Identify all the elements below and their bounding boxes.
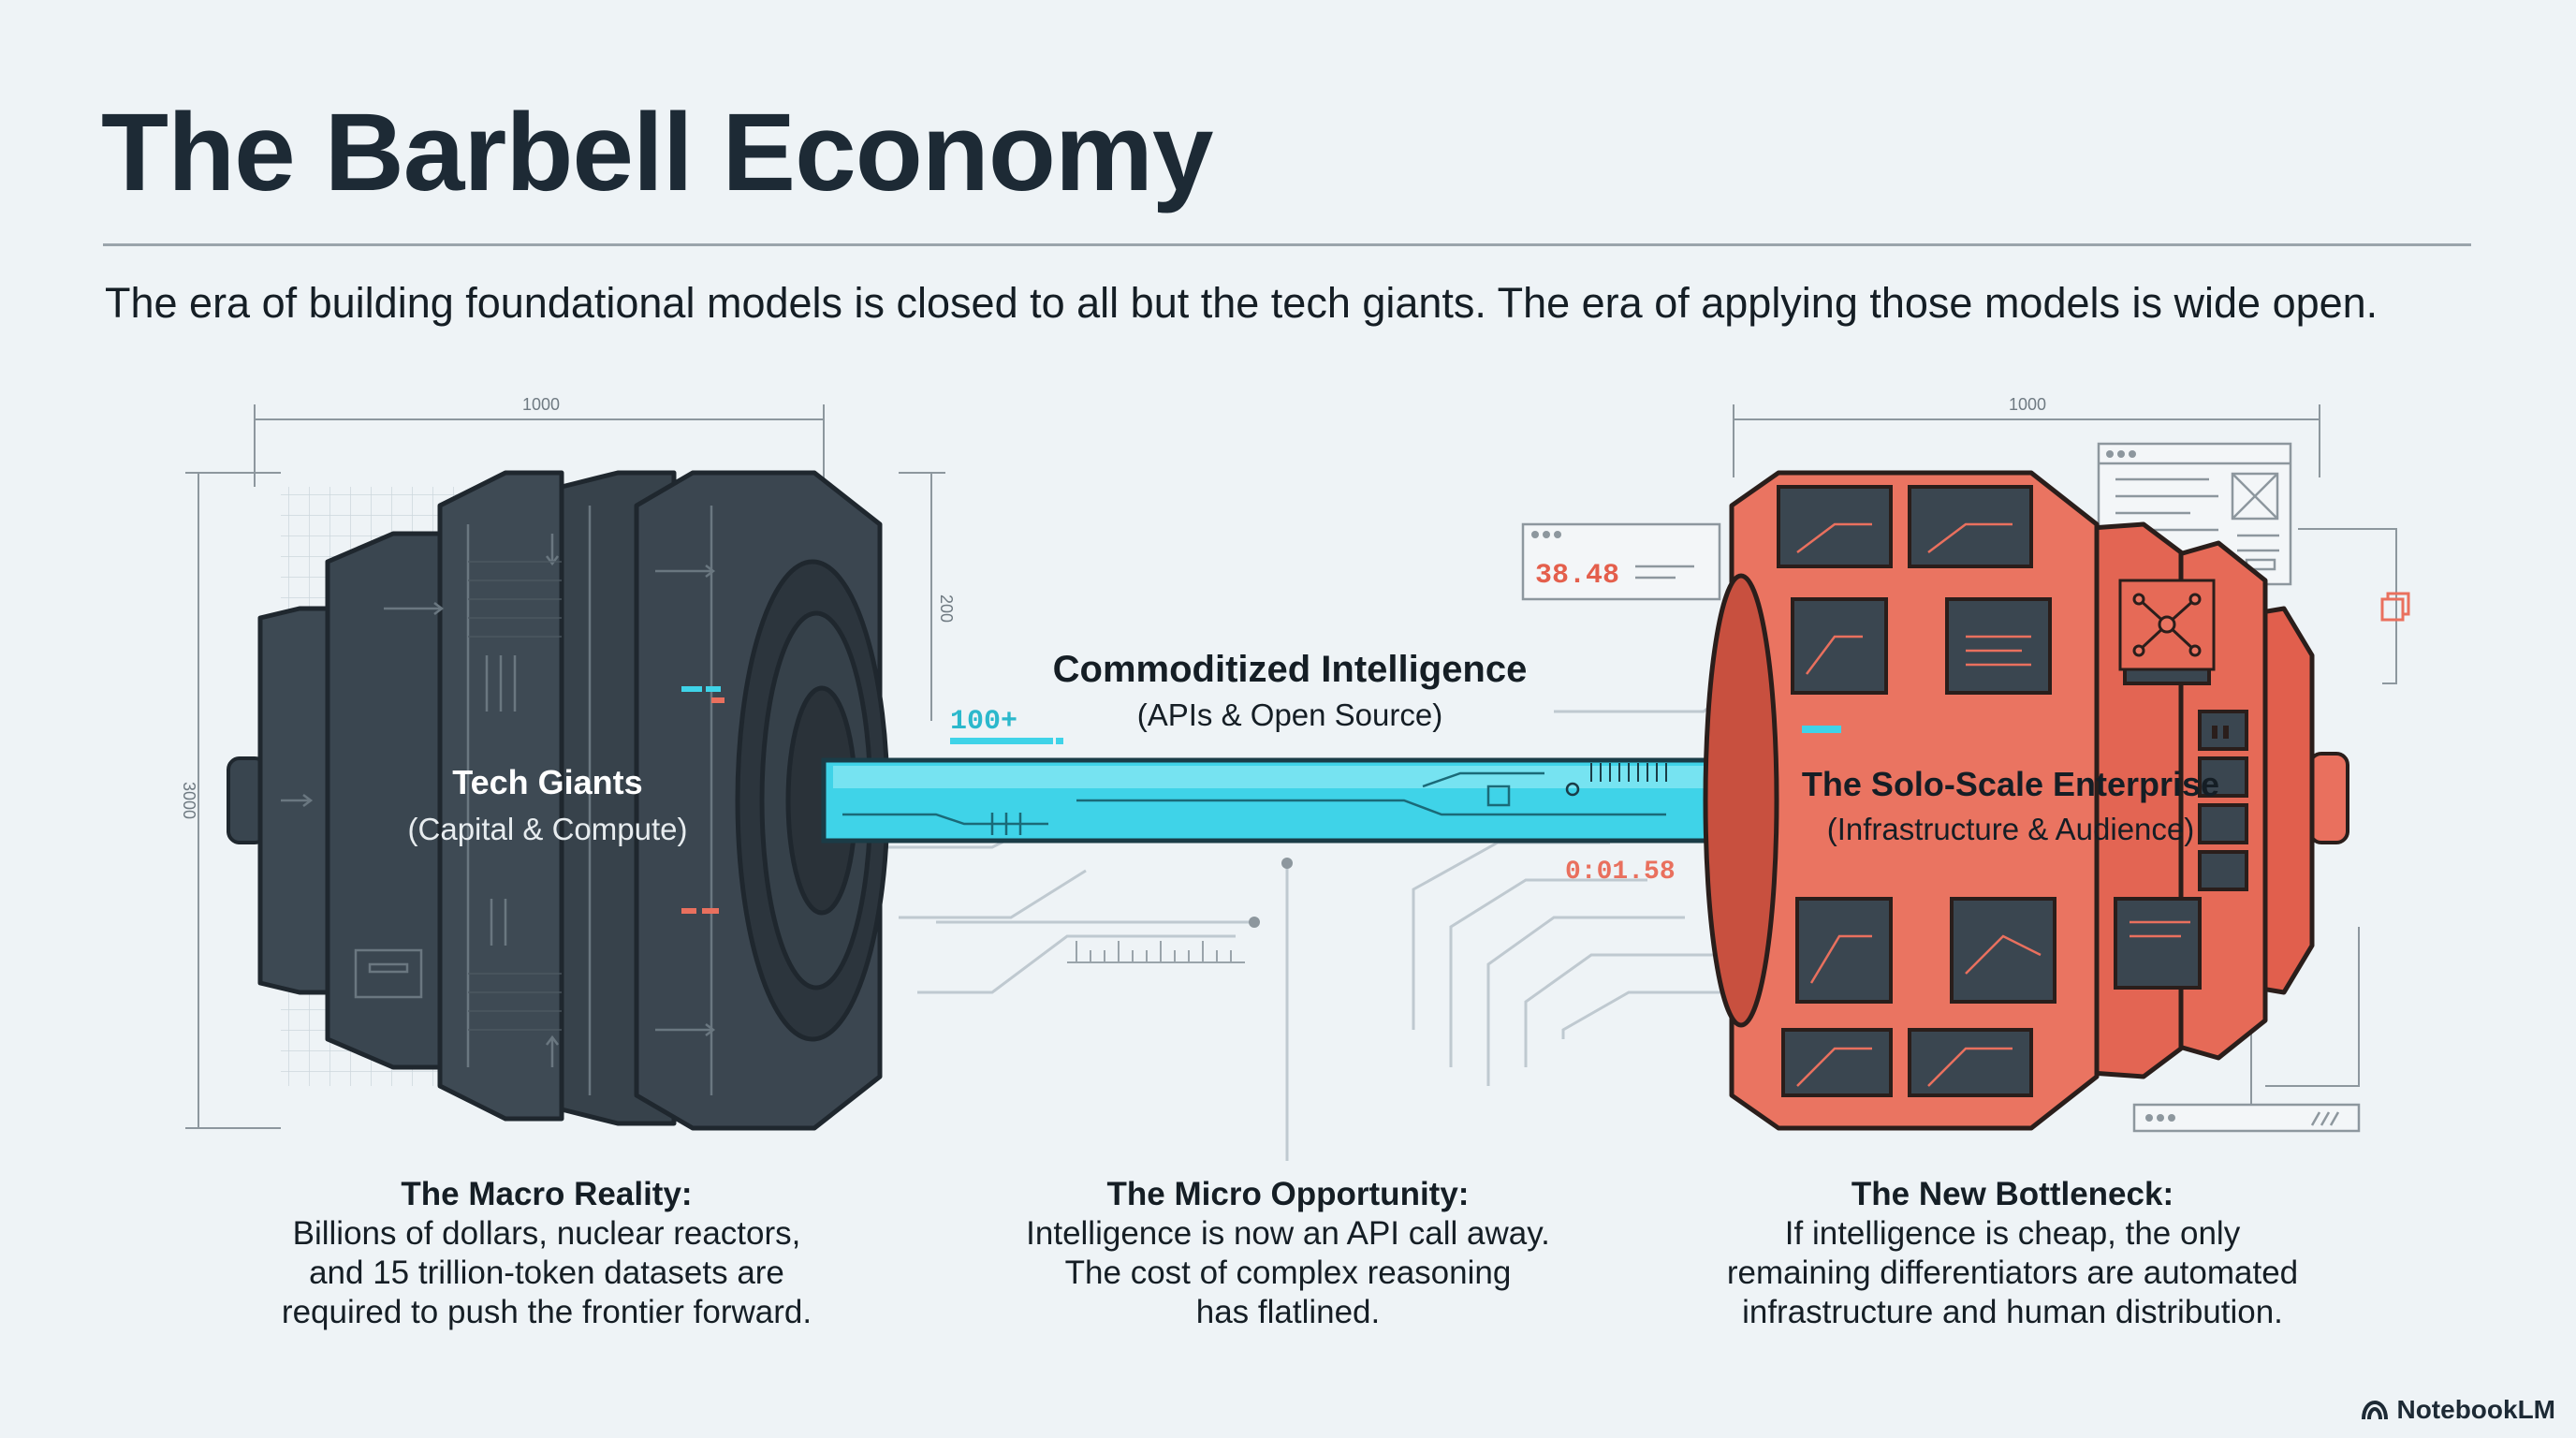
status-led-cyan: [1802, 726, 1841, 733]
left-dimension-lines: [185, 404, 945, 1129]
caption-line: and 15 trillion-token datasets are: [309, 1255, 784, 1291]
status-dot: [2157, 1114, 2164, 1122]
bar-title: Commoditized Intelligence: [1053, 649, 1528, 690]
counter-underline: [950, 738, 1053, 744]
caption-new-bottleneck: The New Bottleneck: If intelligence is c…: [1647, 1175, 2378, 1332]
status-dot: [2168, 1114, 2175, 1122]
network-node-icon: [2118, 579, 2216, 671]
window-dot: [2106, 450, 2114, 458]
caption-line: required to push the frontier forward.: [281, 1294, 812, 1330]
brand-name: NotebookLM: [2396, 1395, 2555, 1424]
trace-node: [1249, 917, 1260, 928]
caption-line: The cost of complex reasoning: [1064, 1255, 1512, 1291]
counter-readout: 100+: [950, 706, 1017, 738]
caption-heading: The New Bottleneck:: [1851, 1176, 2174, 1212]
title-divider: [103, 243, 2471, 246]
ruler-ticks: [1067, 941, 1245, 963]
caption-macro-reality: The Macro Reality: Billions of dollars, …: [182, 1175, 912, 1332]
left-weight-details: [281, 506, 716, 1095]
status-led-red: [711, 697, 724, 703]
caption-heading: The Macro Reality:: [401, 1176, 693, 1212]
left-height-label: 3000: [180, 782, 198, 819]
status-led-red: [681, 908, 696, 914]
panel-dot: [1543, 531, 1550, 538]
plate-height-label: 200: [937, 594, 956, 623]
small-window-icon: [2380, 592, 2410, 622]
value-readout: 38.48: [1535, 560, 1619, 592]
caption-line: infrastructure and human distribution.: [1742, 1294, 2283, 1330]
status-dot: [2145, 1114, 2153, 1122]
timer-readout: 0:01.58: [1565, 858, 1676, 887]
solo-scale-title: The Solo-Scale Enterprise: [1802, 765, 2219, 803]
counter-underline-dot: [1056, 738, 1063, 744]
caption-line: has flatlined.: [1195, 1294, 1381, 1330]
value-panel: [1521, 522, 1721, 601]
trace-node: [1281, 858, 1293, 869]
window-dot: [2129, 450, 2136, 458]
solo-scale-subtitle: (Infrastructure & Audience): [1827, 812, 2195, 846]
tech-giants-title: Tech Giants: [452, 763, 642, 801]
status-led-cyan: [706, 686, 721, 692]
right-panel-circuits: [1796, 522, 2190, 1087]
tech-giants-weight: [257, 470, 890, 1131]
panel-dot: [1531, 531, 1539, 538]
window-dot: [2117, 450, 2125, 458]
notebooklm-brand: NotebookLM: [2361, 1395, 2555, 1425]
status-led-cyan: [681, 686, 702, 692]
status-led-red: [702, 908, 719, 914]
bar-subtitle: (APIs & Open Source): [1137, 697, 1442, 732]
page-title: The Barbell Economy: [101, 91, 1214, 214]
left-width-label: 1000: [522, 395, 560, 414]
caption-heading: The Micro Opportunity:: [1106, 1176, 1470, 1212]
circuit-traces: [880, 682, 1742, 1161]
caption-line: Intelligence is now an API call away.: [1026, 1215, 1550, 1252]
intelligence-bar: [821, 757, 1734, 844]
page-subtitle: The era of building foundational models …: [105, 279, 2378, 327]
status-led-dark: [2212, 726, 2217, 739]
caption-micro-opportunity: The Micro Opportunity: Intelligence is n…: [923, 1175, 1653, 1332]
status-led-dark: [2223, 726, 2229, 739]
panel-dot: [1554, 531, 1561, 538]
caption-line: Billions of dollars, nuclear reactors,: [292, 1215, 801, 1252]
right-width-label: 1000: [2009, 395, 2046, 414]
tech-giants-subtitle: (Capital & Compute): [408, 812, 688, 846]
caption-line: remaining differentiators are automated: [1726, 1255, 2299, 1291]
left-weight-grid: [468, 561, 562, 1031]
notebooklm-logo-icon: [2362, 1400, 2389, 1420]
caption-line: If intelligence is cheap, the only: [1784, 1215, 2241, 1252]
right-end-cap: [2308, 752, 2349, 844]
